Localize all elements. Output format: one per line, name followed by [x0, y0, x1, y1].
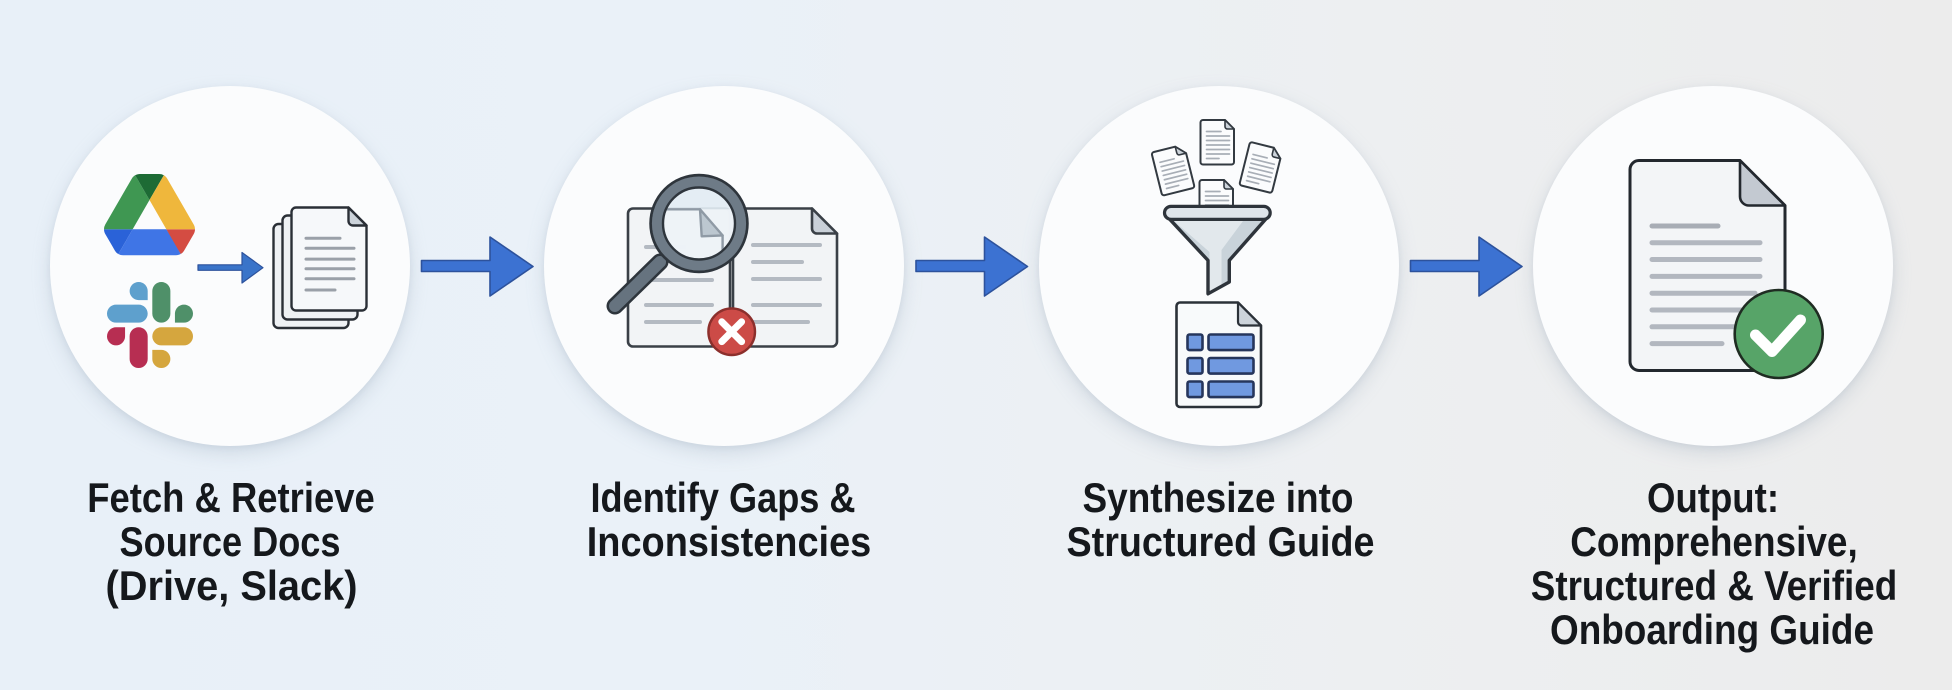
svg-text:Structured Guide: Structured Guide [1067, 518, 1375, 565]
svg-text:(Drive, Slack): (Drive, Slack) [106, 562, 358, 609]
svg-text:Onboarding Guide: Onboarding Guide [1550, 606, 1874, 653]
svg-text:Inconsistencies: Inconsistencies [587, 518, 872, 565]
svg-text:Structured & Verified: Structured & Verified [1531, 562, 1898, 609]
svg-text:Output:: Output: [1647, 474, 1779, 521]
svg-text:Identify Gaps &: Identify Gaps & [591, 474, 856, 521]
svg-text:Comprehensive,: Comprehensive, [1570, 518, 1858, 565]
svg-text:Source Docs: Source Docs [120, 518, 341, 565]
svg-text:Fetch & Retrieve: Fetch & Retrieve [87, 474, 375, 521]
svg-text:Synthesize into: Synthesize into [1083, 474, 1354, 521]
